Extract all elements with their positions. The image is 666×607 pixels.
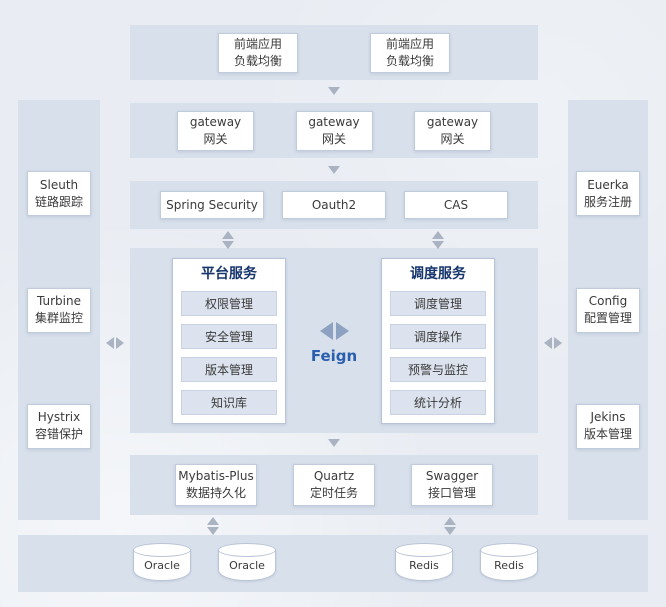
arrow-up-down-icon <box>207 517 219 535</box>
cylinder-top <box>218 543 276 557</box>
box-label-line2: 服务注册 <box>583 194 632 209</box>
feign-arrows <box>304 322 364 340</box>
db-label: Oracle <box>229 559 265 572</box>
sidebar-box-sleuth: Sleuth 链路跟踪 <box>27 171 91 217</box>
panel-item: 安全管理 <box>181 324 277 349</box>
gateway-box: gateway 网关 <box>414 110 491 151</box>
panel-item: 权限管理 <box>181 291 277 316</box>
sidebar-box-hystrix: Hystrix 容错保护 <box>27 403 91 449</box>
cylinder-top <box>395 543 453 557</box>
auth-band: Spring Security Oauth2 CAS <box>130 181 538 229</box>
db-label: Redis <box>494 559 524 572</box>
sidebar-box-euerka: Euerka 服务注册 <box>576 171 640 217</box>
auth-box-cas: CAS <box>404 191 508 219</box>
auth-box-oauth2: Oauth2 <box>282 191 386 219</box>
middleware-box-mybatis: Mybatis-Plus 数据持久化 <box>175 464 257 506</box>
box-label-line1: gateway <box>308 114 360 129</box>
box-label: CAS <box>443 197 469 212</box>
box-label-line1: Sleuth <box>39 177 79 192</box>
sidebar-box-turbine: Turbine 集群监控 <box>27 287 91 333</box>
cylinder-top <box>133 543 191 557</box>
box-label-line2: 网关 <box>203 131 228 146</box>
arrow-down-icon <box>328 87 340 95</box>
database-cylinder-oracle-2: Oracle <box>218 543 276 585</box>
frontend-lb-box: 前端应用 负载均衡 <box>218 32 298 73</box>
panel-item: 调度管理 <box>390 291 486 316</box>
left-sidebar-band: Sleuth 链路跟踪 Turbine 集群监控 Hystrix 容错保护 <box>18 100 100 520</box>
box-label-line2: 负载均衡 <box>233 53 282 68</box>
gateway-band: gateway 网关 gateway 网关 gateway 网关 <box>130 103 538 158</box>
box-label-line1: gateway <box>426 114 479 129</box>
gateway-box: gateway 网关 <box>177 110 254 151</box>
box-label-line1: Jekins <box>590 410 626 425</box>
panel-item: 知识库 <box>181 390 277 415</box>
panel-title: 平台服务 <box>201 266 257 282</box>
feign-connector: Feign <box>304 322 364 365</box>
sidebar-box-config: Config 配置管理 <box>576 287 640 333</box>
box-label-line2: 数据持久化 <box>185 486 246 500</box>
frontend-band: 前端应用 负载均衡 前端应用 负载均衡 <box>130 25 538 80</box>
box-label-line2: 网关 <box>440 131 465 146</box>
arrow-up-down-icon <box>222 231 234 249</box>
box-label-line1: gateway <box>189 114 242 129</box>
frontend-lb-box: 前端应用 负载均衡 <box>370 32 450 73</box>
box-label: Oauth2 <box>311 197 357 212</box>
box-label-line2: 容错保护 <box>34 427 83 442</box>
box-label-line1: Euerka <box>587 177 629 192</box>
box-label-line1: Hystrix <box>37 410 81 425</box>
box-label-line2: 配置管理 <box>583 311 632 325</box>
middleware-band: Mybatis-Plus 数据持久化 Quartz 定时任务 Swagger 接… <box>130 455 538 515</box>
box-label-line1: Swagger <box>425 469 479 483</box>
database-cylinder-oracle-1: Oracle <box>133 543 191 585</box>
box-label-line2: 负载均衡 <box>385 53 434 68</box>
box-label-line1: 前端应用 <box>233 36 282 51</box>
platform-services-panel: 平台服务 权限管理 安全管理 版本管理 知识库 <box>172 258 286 424</box>
db-label: Oracle <box>144 559 180 572</box>
box-label-line2: 版本管理 <box>583 427 632 442</box>
box-label-line2: 定时任务 <box>309 486 358 500</box>
arrow-left-right-icon <box>106 337 124 349</box>
feign-label: Feign <box>310 347 358 365</box>
panel-item: 调度操作 <box>390 324 486 349</box>
box-label-line2: 网关 <box>321 131 346 146</box>
database-band: Oracle Oracle Redis Redis <box>18 535 648 592</box>
panel-item: 统计分析 <box>390 390 486 415</box>
gateway-box: gateway 网关 <box>295 110 373 151</box>
auth-box-spring-security: Spring Security <box>160 191 264 219</box>
core-services-band: 平台服务 权限管理 安全管理 版本管理 知识库 Feign 调度服务 调度管理 … <box>130 248 538 433</box>
sidebar-box-jekins: Jekins 版本管理 <box>576 403 640 449</box>
feign-right-arrow-icon <box>335 322 349 340</box>
arrow-down-icon <box>328 439 340 447</box>
database-cylinder-redis-1: Redis <box>395 543 453 585</box>
arrow-down-icon <box>328 166 340 174</box>
middleware-box-quartz: Quartz 定时任务 <box>293 464 375 506</box>
schedule-services-panel: 调度服务 调度管理 调度操作 预警与监控 统计分析 <box>381 258 495 424</box>
box-label-line1: Mybatis-Plus <box>178 469 254 483</box>
cylinder-top <box>480 543 538 557</box>
feign-left-arrow-icon <box>319 322 333 340</box>
database-cylinder-redis-2: Redis <box>480 543 538 585</box>
arrow-up-down-icon <box>432 231 444 249</box>
box-label: Spring Security <box>166 197 258 212</box>
panel-title: 调度服务 <box>410 266 466 282</box>
arrow-left-right-icon <box>544 337 562 349</box>
box-label-line2: 集群监控 <box>34 311 83 325</box>
box-label-line1: Quartz <box>313 469 355 483</box>
panel-item: 版本管理 <box>181 357 277 382</box>
db-label: Redis <box>409 559 439 572</box>
right-sidebar-band: Euerka 服务注册 Config 配置管理 Jekins 版本管理 <box>568 100 648 520</box>
middleware-box-swagger: Swagger 接口管理 <box>411 464 493 506</box>
box-label-line2: 接口管理 <box>427 486 476 500</box>
box-label-line1: 前端应用 <box>385 36 434 51</box>
arrow-up-down-icon <box>444 517 456 535</box>
box-label-line2: 链路跟踪 <box>34 194 83 209</box>
box-label-line1: Turbine <box>37 294 81 308</box>
panel-item: 预警与监控 <box>390 357 486 382</box>
box-label-line1: Config <box>588 294 628 308</box>
